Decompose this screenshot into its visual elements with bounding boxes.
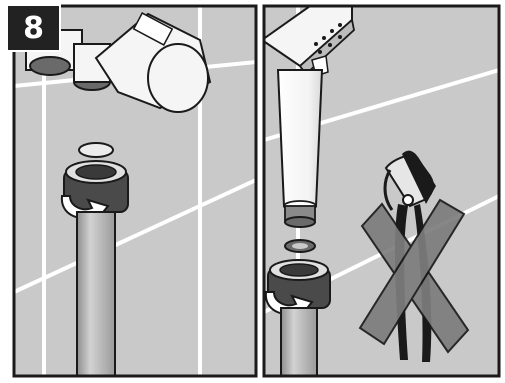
left-washer [79, 143, 113, 157]
left-panel [14, 6, 256, 382]
right-panel [262, 6, 499, 383]
left-hose [77, 212, 115, 382]
elbow-cylinder-end [148, 44, 208, 112]
handshower-handle [278, 70, 322, 206]
step-number-badge: 8 [6, 4, 61, 52]
right-hose [281, 308, 317, 383]
elbow-threaded-outlet [30, 57, 70, 75]
